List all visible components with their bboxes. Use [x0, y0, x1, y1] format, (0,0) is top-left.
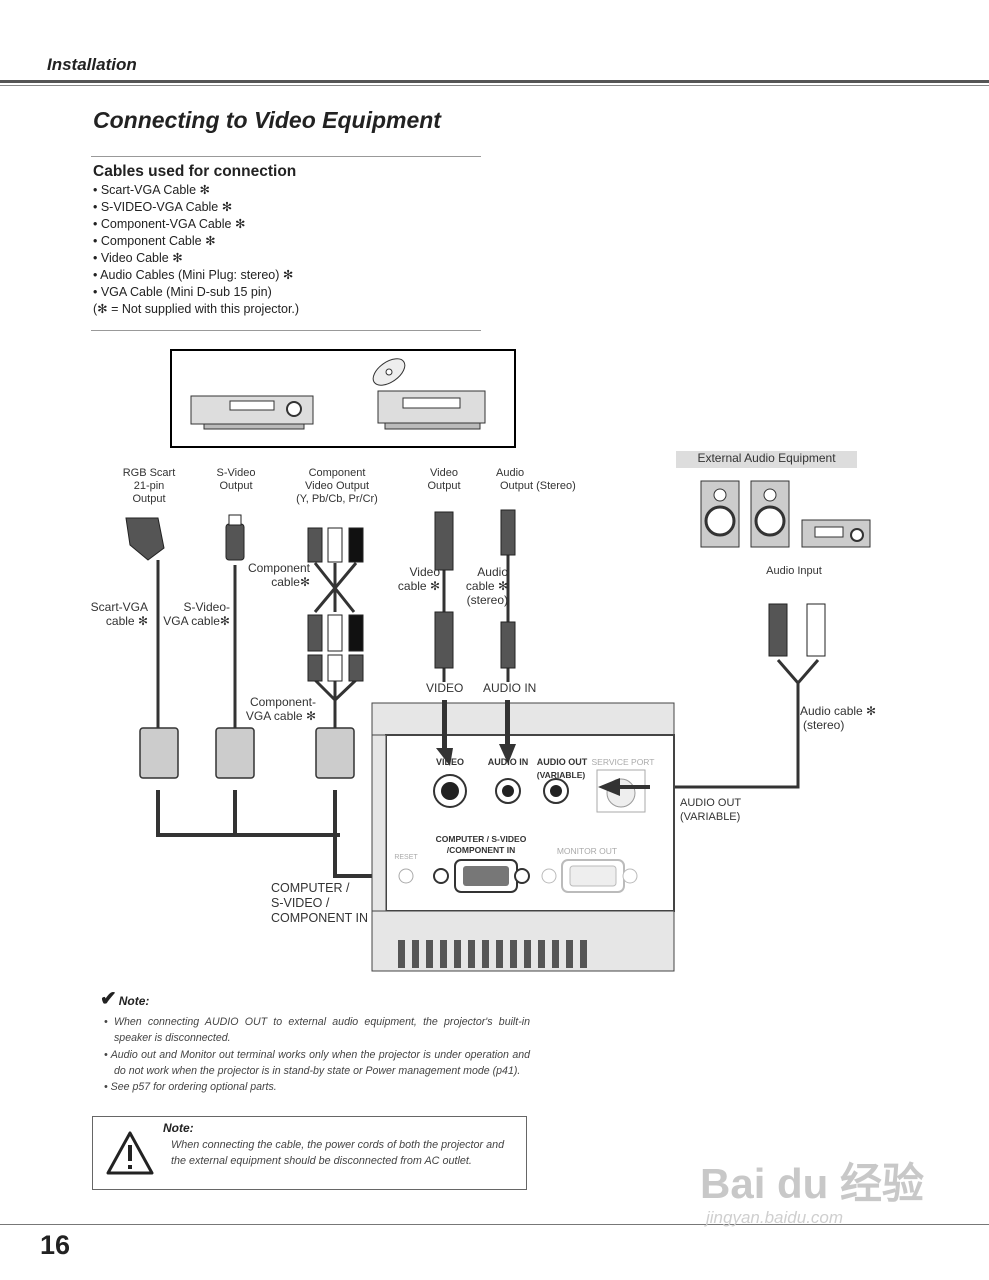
- component-plug-pr: [348, 614, 364, 652]
- warning-text: When connecting the cable, the power cor…: [171, 1139, 505, 1167]
- video-jack: [433, 774, 467, 808]
- watermark-logo: Bai du 经验: [700, 1160, 925, 1207]
- warning-box: Note: When connecting the cable, the pow…: [92, 1116, 527, 1190]
- panel-variable-label: (VARIABLE): [536, 770, 586, 780]
- panel-reset-label: RESET: [394, 854, 418, 861]
- audio-cable-right-label: Audio cable ✻(stereo): [800, 704, 877, 732]
- monitor-out-port: [541, 859, 638, 893]
- list-item: • Component Cable ✻: [93, 234, 216, 248]
- panel-audio-out-label: AUDIO OUT: [536, 757, 588, 767]
- component-plug-pb: [327, 527, 343, 563]
- component-vga-cable-label: Component-VGA cable ✻: [245, 695, 316, 723]
- arrow-icon: [598, 778, 620, 796]
- check-icon: ✔: [100, 988, 117, 1010]
- panel-service-port-label: SERVICE PORT: [591, 757, 655, 767]
- speaker-icon: [700, 480, 740, 548]
- rca-plug-left: [768, 603, 788, 657]
- cables-note: (✻ = Not supplied with this projector.): [93, 302, 300, 316]
- audio-plug: [500, 621, 516, 669]
- external-audio-label: External Audio Equipment: [697, 451, 836, 465]
- notes-section: ✔Note: • When connecting AUDIO OUT to ex…: [100, 986, 530, 1095]
- list-item: • Component-VGA Cable ✻: [93, 217, 246, 231]
- cables-title: Cables used for connection: [93, 163, 297, 180]
- component-plug-y: [307, 614, 323, 652]
- list-item: • Scart-VGA Cable ✻: [93, 183, 210, 197]
- warning-title: Note:: [163, 1121, 194, 1135]
- service-port: [596, 769, 646, 813]
- note-item: • See p57 for ordering optional parts.: [104, 1081, 277, 1094]
- component-plug-pb: [327, 614, 343, 652]
- video-plug: [434, 511, 454, 571]
- watermark-url: jingyan.baidu.com: [706, 1208, 844, 1227]
- component-plug-y: [307, 527, 323, 563]
- audio-in-label: AUDIO IN: [483, 681, 537, 695]
- divider: [91, 330, 481, 331]
- page-number: 16: [40, 1230, 71, 1260]
- svideo-plug: [225, 523, 245, 561]
- computer-in-label: COMPUTER /S-VIDEO /COMPONENT IN: [271, 881, 368, 925]
- amplifier-icon: [801, 519, 871, 548]
- video-in-label: VIDEO: [426, 681, 464, 695]
- notes-heading: ✔Note:: [100, 988, 150, 1010]
- page-title: Connecting to Video Equipment: [93, 107, 441, 133]
- footer-rule: [0, 1224, 989, 1225]
- header-rule-thin: [0, 85, 989, 86]
- header-rule: [0, 80, 989, 83]
- cables-list: • Scart-VGA Cable ✻ • S-VIDEO-VGA Cable …: [93, 182, 293, 301]
- vga-connector: [215, 727, 255, 779]
- audio-in-jack: [495, 778, 521, 804]
- note-item: • When connecting AUDIO OUT to external …: [104, 1016, 531, 1045]
- speaker-icon: [750, 480, 790, 548]
- scart-plug: [125, 517, 165, 561]
- audio-plug: [500, 509, 516, 556]
- vga-connector: [139, 727, 179, 779]
- warning-icon: [106, 1131, 154, 1175]
- reset-button: [398, 868, 414, 884]
- vga-connector: [315, 727, 355, 779]
- divider: [91, 156, 481, 157]
- list-item: • Video Cable ✻: [93, 251, 183, 265]
- panel-video-label: VIDEO: [435, 757, 464, 767]
- rca-plug-right: [806, 603, 826, 657]
- audio-input-label: Audio Input: [766, 565, 822, 577]
- audio-out-label: AUDIO OUT(VARIABLE): [680, 797, 742, 823]
- section-title: Installation: [47, 55, 137, 74]
- svideo-vga-cable-label: S-Video-VGA cable✻: [163, 600, 230, 628]
- audio-out-jack: [543, 778, 569, 804]
- list-item: • S-VIDEO-VGA Cable ✻: [93, 200, 233, 214]
- list-item: • VGA Cable (Mini D-sub 15 pin): [93, 285, 272, 299]
- note-item: • Audio out and Monitor out terminal wor…: [104, 1048, 530, 1077]
- dvd-player-icon: [372, 358, 486, 430]
- panel-audio-in-label: AUDIO IN: [487, 757, 529, 767]
- video-plug: [434, 611, 454, 669]
- panel-monitor-out-label: MONITOR OUT: [556, 846, 618, 856]
- computer-in-port: [433, 859, 530, 893]
- panel-computer-label: COMPUTER / S-VIDEO/COMPONENT IN: [435, 834, 527, 855]
- component-plug-pr: [348, 527, 364, 563]
- vcr-icon: [190, 395, 314, 430]
- list-item: • Audio Cables (Mini Plug: stereo) ✻: [93, 268, 294, 282]
- external-audio-banner: [676, 451, 857, 468]
